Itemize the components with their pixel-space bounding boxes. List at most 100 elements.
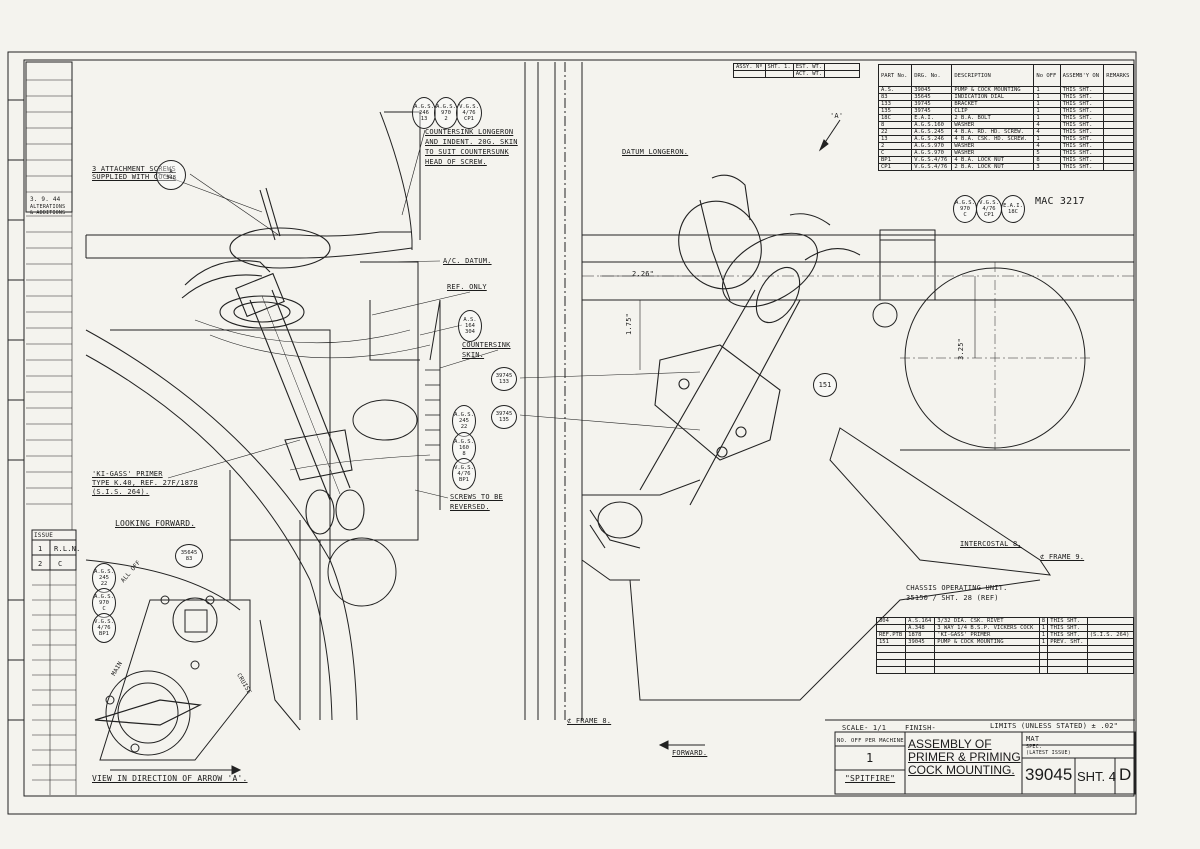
bom-cell: 133 <box>877 100 913 108</box>
sht-label: SHT. 1. <box>764 63 794 71</box>
tb-issue: D <box>1119 765 1132 784</box>
bom-cell: 83 <box>877 93 913 101</box>
parts2-cell: THIS SHT. <box>1047 617 1088 625</box>
bom-cell: 35645 <box>911 93 953 101</box>
bom-cell: 4 B.A. CSK. HD. SCREW. <box>951 135 1035 143</box>
bom-cell: V.G.S.4/76 <box>911 156 953 164</box>
parts2-cell: THIS SHT. <box>1047 624 1088 632</box>
label-ref-only: REF. ONLY <box>447 283 487 291</box>
tb-limits: LIMITS (UNLESS STATED) ± .02" <box>990 722 1119 730</box>
parts2-cell: 304 <box>875 617 907 625</box>
margin-scale <box>8 99 24 721</box>
issue-1-by: R.L.N. <box>54 545 81 553</box>
bom-header-remarks: REMARKS <box>1103 64 1134 87</box>
label-datum-longeron: DATUM LONGERON. <box>622 148 689 156</box>
right-view <box>581 119 1134 701</box>
parts2-empty-row <box>875 666 1135 674</box>
issue-2-by: C <box>58 560 63 568</box>
bom-cell: A.G.S.160 <box>911 121 953 129</box>
stamp-additions: & ADDITIONS <box>30 210 66 216</box>
callout-ags245-arrowview: A.G.S. 245 22 <box>92 563 116 593</box>
label-chassis-unit: CHASSIS OPERATING UNIT. 35150 / SHT. 28 … <box>906 584 1008 602</box>
bom-cell: 4 <box>1033 128 1061 136</box>
bom-cell: 22 <box>877 128 913 136</box>
label-mac: MAC 3217 <box>1035 196 1085 207</box>
stamp-box <box>25 61 73 213</box>
callout-39745-133: 39745 133 <box>491 367 517 391</box>
bom-cell: THIS SHT. <box>1059 114 1105 122</box>
parts2-cell: A.348 <box>905 624 936 632</box>
callout-eai18c: E.A.I. 18C <box>1001 195 1025 223</box>
bom-cell: 8 <box>1033 156 1061 164</box>
parts2-cell: 8 <box>1038 617 1049 625</box>
callout-39745-135: 39745 135 <box>491 405 517 429</box>
leader-lines <box>154 129 701 499</box>
callout-ags970-c: A.G.S. 970 C <box>953 195 977 223</box>
label-looking-forward: LOOKING FORWARD. <box>115 519 196 528</box>
parts2-cell: 1 <box>1038 638 1049 646</box>
parts2-cell: (S.I.S. 264) <box>1086 631 1135 639</box>
bom-cell: BRACKET <box>951 100 1035 108</box>
label-frame-8: ⊄ FRAME 8. <box>567 717 612 725</box>
label-forward: FORWARD. <box>672 749 708 757</box>
parts2-cell: 151 <box>875 638 907 646</box>
callout-ags970-2: A.G.S. 970 2 <box>434 97 458 129</box>
callout-vgs476-cp1: V.G.S. 4/76 CP1 <box>456 97 482 129</box>
bom-cell <box>1103 114 1134 122</box>
arrow-view <box>94 595 301 775</box>
parts2-empty-row <box>875 652 1135 660</box>
bom-cell: CLIP <box>951 107 1035 115</box>
parts2-cell: 3/32 DIA. CSK. RIVET <box>934 617 1040 625</box>
bom-cell: THIS SHT. <box>1059 93 1105 101</box>
stamp-date: 3. 9. 44 <box>30 196 61 203</box>
parts2-cell: 1 <box>1038 631 1049 639</box>
bom-cell: 39045 <box>911 86 953 94</box>
bom-cell: INDICATION DIAL <box>951 93 1035 101</box>
label-ac-datum: A/C. DATUM. <box>443 257 492 265</box>
bom-cell: 13 <box>877 135 913 143</box>
issue-1: 1 <box>38 545 43 553</box>
bom-cell <box>1103 156 1134 164</box>
bom-cell <box>1103 93 1134 101</box>
act-wt-label: ACT. WT. <box>792 70 826 78</box>
bom-cell: A.S. <box>877 86 913 94</box>
parts2-empty-row <box>875 645 1135 653</box>
label-countersink-skin: COUNTERSINK SKIN. <box>462 341 511 359</box>
bom-cell: C <box>877 149 913 157</box>
bom-cell: 2 B.A. LOCK NUT <box>951 163 1035 171</box>
bom-cell <box>1103 86 1134 94</box>
label-intercostal: INTERCOSTAL 8. <box>960 540 1022 548</box>
bom-cell: THIS SHT. <box>1059 86 1105 94</box>
bom-cell: 3 <box>1033 163 1061 171</box>
bom-cell: 1 <box>1033 86 1061 94</box>
bom-cell: THIS SHT. <box>1059 107 1105 115</box>
parts2-cell: REF.PTB <box>875 631 907 639</box>
est-wt-label: EST. WT. <box>792 63 826 71</box>
bom-cell: 4 B.A. RD. HD. SCREW. <box>951 128 1035 136</box>
bom-cell: 1 <box>1033 107 1061 115</box>
label-screws-reversed: SCREWS TO BE REVERSED. <box>450 493 503 511</box>
parts2-cell <box>1086 638 1135 646</box>
bom-cell: 2 B.A. BOLT <box>951 114 1035 122</box>
tb-no-off: 1 <box>866 751 874 765</box>
label-countersink-longeron: COUNTERSINK LONGERON AND INDENT. 20G. SK… <box>425 128 518 166</box>
inner-border <box>23 59 1135 797</box>
bom-cell: 4 <box>1033 121 1061 129</box>
parts2-cell <box>875 624 907 632</box>
bom-cell: V.G.S.4/76 <box>911 163 953 171</box>
bom-cell: 1 <box>1033 100 1061 108</box>
parts2-cell: PREV. SHT. <box>1047 638 1088 646</box>
bom-cell <box>1103 107 1134 115</box>
bom-cell <box>1103 149 1134 157</box>
bom-header-assy: ASSEMB'Y ON <box>1059 64 1105 87</box>
dim-1-75: 1.75" <box>625 312 634 336</box>
bom-cell: THIS SHT. <box>1059 156 1105 164</box>
dim-2-26: 2.26" <box>632 270 655 278</box>
bom-cell: WASHER <box>951 149 1035 157</box>
